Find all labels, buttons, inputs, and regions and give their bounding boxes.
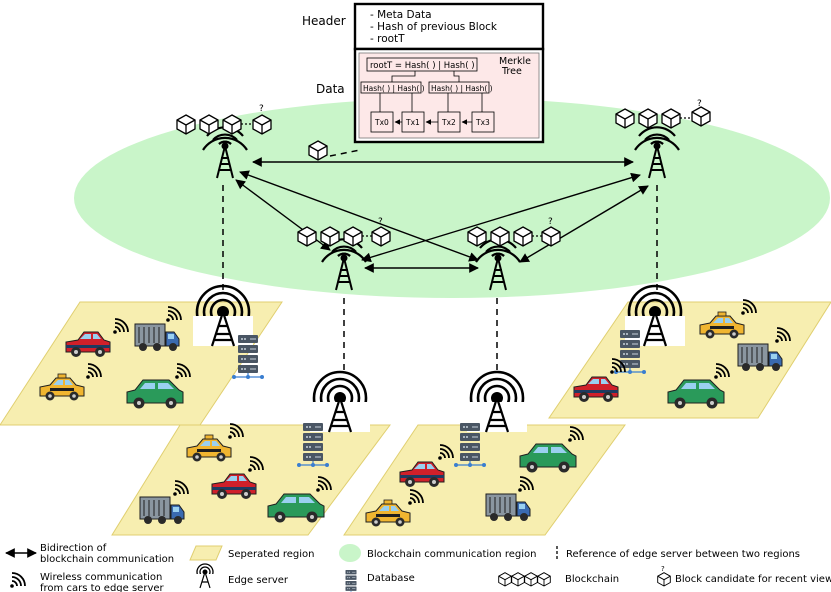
block-cube-icon [490,226,510,247]
legend-wireless-1: Wireless communication [40,572,162,583]
legend-bidirection-2: blockchain communication [40,554,174,565]
block-candidate-icon [541,226,561,247]
data-label: Data [316,82,345,96]
legend-wifi-icon [9,572,26,589]
candidate-question: ? [259,104,264,114]
legend-candidate-question: ? [661,565,665,573]
block-cube-icon [222,114,242,135]
hash-pair-right: Hash( ) | Hash( ) [431,84,493,93]
legend-candidate-icon [657,572,671,587]
tx2-label: Tx2 [441,118,456,127]
tx0-label: Tx0 [374,118,389,127]
candidate-question: ? [697,99,702,109]
legend: Bidirection of blockchain communication … [5,543,831,592]
header-line-1: - Meta Data [370,9,432,21]
bidirection-arrows [235,157,649,273]
legend-separated-region: Seperated region [228,549,314,560]
legend-blockchain-icon [498,572,551,587]
separated-region-4 [548,301,831,419]
legend-edge-server-icon [194,563,216,589]
merkle-label-2: Tree [501,66,522,77]
blockchain-chain-3: ? [467,217,561,247]
block-cube-icon [638,108,658,129]
legend-bidirection-1: Bidirection of [40,543,107,554]
legend-region-swatch [189,545,223,561]
candidate-question: ? [378,217,383,227]
block-candidate-icon [252,114,272,135]
legend-edge-server: Edge server [228,575,289,586]
legend-wireless-2: from cars to edge server [40,583,165,592]
header-line-2: - Hash of previous Block [370,21,498,33]
legend-ellipse-swatch [339,544,361,562]
header-line-3: - rootT [370,33,405,45]
blockchain-chain-2: ? [297,217,391,247]
tx3-label: Tx3 [475,118,490,127]
root-formula: rootT = Hash( ) | Hash( ) [370,61,475,71]
root-hash-box [366,57,478,72]
block-cube-icon [513,226,533,247]
tx0-box [370,111,394,133]
block-cube-icon [199,114,219,135]
legend-database-icon [341,569,361,592]
candidate-question: ? [548,217,553,227]
block-candidate-link-icon [308,140,328,161]
hash-pair-left-box [360,81,422,94]
block-cube-icon [661,108,681,129]
legend-database: Database [367,573,415,584]
legend-reference: Reference of edge server between two reg… [566,549,800,560]
blockchain-chain-4: ? [615,99,711,129]
legend-blockchain-region: Blockchain communication region [367,549,536,560]
block-cube-icon [343,226,363,247]
merkle-label-1: Merkle [499,56,531,67]
block-structure: Header Data - Meta Data - Hash of previo… [302,2,545,144]
block-cube-icon [297,226,317,247]
legend-block-candidate: Block candidate for recent view [675,574,831,585]
block-candidate-icon [371,226,391,247]
tx1-label: Tx1 [405,118,420,127]
header-label: Header [302,14,346,28]
block-candidate-icon [691,106,711,127]
legend-blockchain: Blockchain [565,574,619,585]
block-cube-icon [467,226,487,247]
reference-lines [222,149,658,370]
blockchain-chain-1: ? [176,104,272,135]
hash-pair-left: Hash( ) | Hash( ) [363,84,425,93]
block-cube-icon [320,226,340,247]
block-cube-icon [176,114,196,135]
block-cube-icon [615,108,635,129]
